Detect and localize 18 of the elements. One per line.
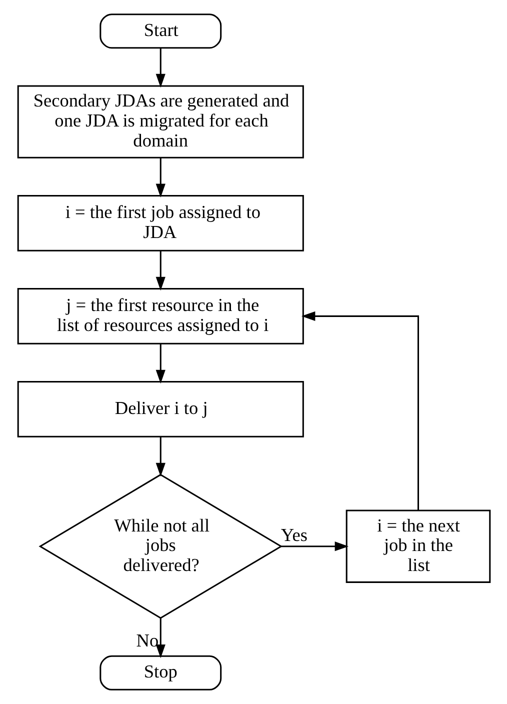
node-box: i = the first job assigned to JDA (16, 194, 304, 252)
arrow (155, 251, 165, 291)
arrow (155, 158, 165, 198)
arrow (155, 344, 165, 384)
edge-label: No (136, 630, 158, 650)
node-box: j = the first resource in the list of resources assigned to i (16, 288, 304, 344)
node-box: Stop (99, 655, 222, 690)
node-diamond: While not all jobs delivered? (38, 474, 282, 619)
arrow (300, 311, 419, 510)
node-box: Deliver i to j (16, 380, 304, 438)
arrow (280, 542, 348, 552)
node-box: Secondary JDAs are generated and one JDA is migrated for each domain (16, 85, 304, 158)
arrow (155, 48, 165, 88)
arrow (155, 618, 165, 658)
node-box: Start (99, 14, 222, 49)
node-box: i = the next job in the list (345, 510, 490, 583)
arrow (155, 436, 165, 477)
edge-label: Yes (280, 525, 308, 546)
